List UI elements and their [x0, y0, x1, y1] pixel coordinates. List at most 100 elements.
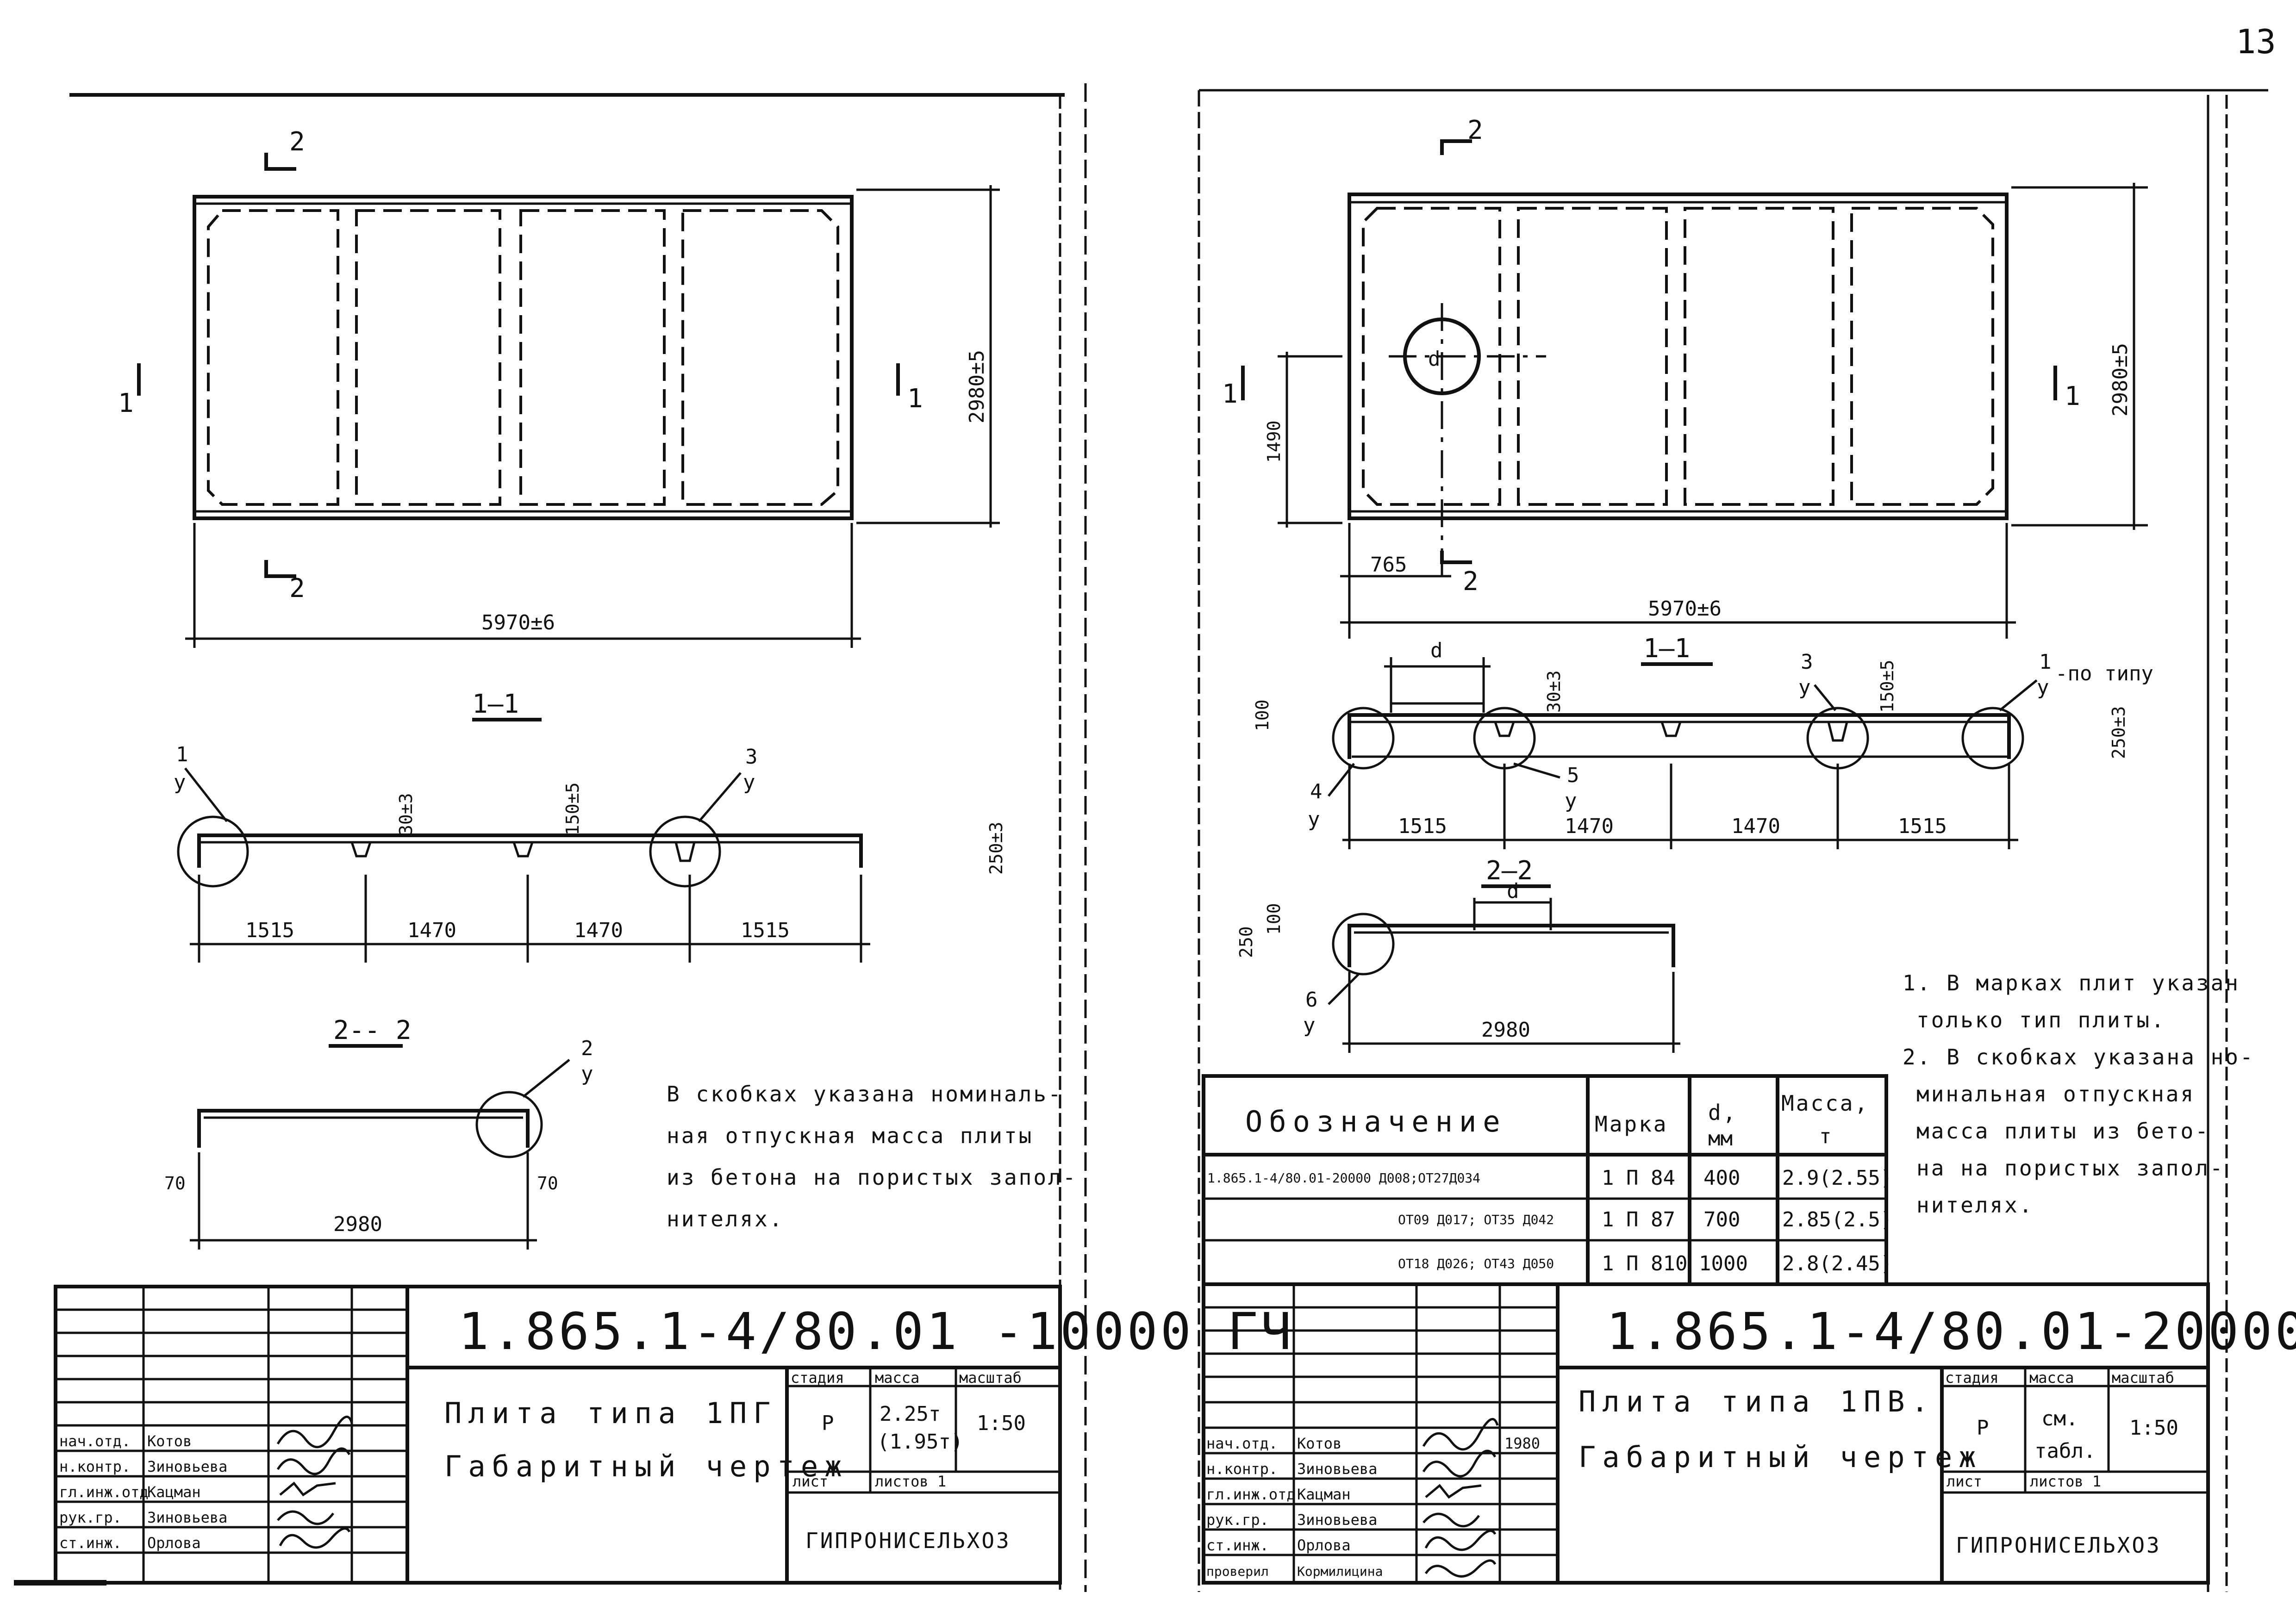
callout-1-text: -по типу — [2055, 662, 2153, 685]
left-note-line-3: из бетона на пористых запол- — [667, 1165, 1077, 1190]
right-sheet-label: лист — [1947, 1473, 1982, 1490]
cut-2-bottom-label: 2 — [1463, 566, 1479, 597]
right-hole-y-dim: 1490 — [1264, 420, 1284, 463]
cut-2-bottom-label: 2 — [289, 573, 305, 603]
right-name-3: Кацман — [1297, 1486, 1351, 1503]
right-sec22-d: d — [1507, 879, 1519, 903]
right-rib-spacing-4: 1515 — [1898, 815, 1947, 838]
hole-d-label: d — [1428, 347, 1441, 371]
right-sec22-width: 2980 — [1481, 1018, 1530, 1042]
callout-4-den: у — [1308, 808, 1320, 831]
left-title-line-2: Габаритный чертеж — [444, 1449, 849, 1483]
signature-3 — [279, 1481, 336, 1497]
table-row: ОТ18 Д026; ОТ43 Д050 1 П 810 1000 2.8(2.… — [1398, 1252, 1892, 1275]
left-stage: Р — [822, 1412, 834, 1435]
right-rib-spacing-1: 1515 — [1398, 815, 1447, 838]
right-plan-view: d 2 2 1 1 2980±5 1490 765 5970±6 — [1222, 115, 2148, 639]
left-section-2-2: 2-- 2 2 у 2980 70 70 — [164, 1015, 593, 1250]
callout-6-den: у — [1303, 1014, 1316, 1037]
right-rib-h-b: 150±5 — [1877, 660, 1897, 713]
table-cell-designation: ОТ18 Д026; ОТ43 Д050 — [1398, 1256, 1554, 1271]
table-row: ОТ09 Д017; ОТ35 Д042 1 П 87 700 2.85(2.5… — [1398, 1208, 1892, 1231]
signature-2 — [1422, 1449, 1497, 1478]
plan-cell-4 — [1850, 207, 1994, 506]
page-number: 13 — [2236, 22, 2276, 61]
right-section-2-2-title: 2—2 — [1486, 856, 1533, 886]
left-role-5: ст.инж. — [59, 1534, 122, 1552]
right-plan-length-dim: 5970±6 — [1648, 597, 1722, 621]
callout-3-den: у — [1798, 676, 1811, 699]
right-rib-spacing-3: 1470 — [1731, 815, 1780, 838]
left-sheet-label: лист — [792, 1473, 828, 1490]
right-role-6: проверил — [1206, 1564, 1269, 1579]
left-mass: 2.25т — [880, 1402, 941, 1426]
left-role-2: н.контр. — [59, 1458, 131, 1475]
table-cell-mass: 2.8(2.45) — [1782, 1252, 1892, 1275]
table-hdr-d: d, — [1708, 1100, 1737, 1125]
cut-1-right-label: 1 — [907, 384, 923, 414]
table-cell-d: 400 — [1703, 1166, 1740, 1190]
left-sheets-label: листов 1 — [875, 1473, 946, 1490]
right-organization: ГИПРОНИСЕЛЬХОЗ — [1956, 1533, 2161, 1558]
left-role-3: гл.инж.отд — [59, 1483, 149, 1501]
right-name-5: Орлова — [1297, 1536, 1351, 1554]
callout-5-den: у — [1565, 789, 1577, 813]
callout-3-num: 3 — [1801, 650, 1813, 674]
left-rib-spacing-1: 1515 — [245, 919, 294, 942]
left-hdr-stage: стадия — [791, 1369, 844, 1387]
left-name-4: Зиновьева — [147, 1509, 227, 1526]
right-mass-alt: табл. — [2034, 1439, 2096, 1463]
callout-2-den: у — [581, 1062, 593, 1086]
right-name-2: Зиновьева — [1297, 1460, 1377, 1478]
right-year: 1980 — [1504, 1435, 1540, 1452]
right-top-100: 100 — [1252, 699, 1273, 731]
left-role-4: рук.гр. — [59, 1509, 122, 1526]
right-title-block: нач.отд. н.контр. гл.инж.отд рук.гр. ст.… — [1202, 1282, 2296, 1585]
right-section-height: 250±3 — [2109, 706, 2129, 759]
left-note-line-2: ная отпускная масса плиты — [667, 1123, 1033, 1148]
left-rib-h-b: 150±5 — [562, 783, 583, 835]
right-note-line-4: минальная отпускная — [1916, 1082, 2195, 1107]
table-cell-d: 1000 — [1699, 1252, 1748, 1275]
right-note-line-7: нителях. — [1916, 1193, 2034, 1218]
table-cell-mark: 1 П 84 — [1602, 1166, 1675, 1190]
right-sec22-h: 250 — [1236, 926, 1256, 958]
signature-6 — [1424, 1559, 1497, 1578]
right-rib-spacing-2: 1470 — [1565, 815, 1614, 838]
right-note-line-6: на на пористых запол- — [1916, 1156, 2225, 1181]
plan-cell-1 — [207, 209, 339, 506]
spec-table: Обозначение Марка d, мм Масса, т 1.865.1… — [1202, 1074, 1892, 1286]
right-notes: 1. В марках плит указан только тип плиты… — [1903, 970, 2253, 1218]
left-role-1: нач.отд. — [59, 1432, 131, 1450]
left-plan-view: 2 2 1 1 2980±5 5970±6 — [118, 127, 1000, 648]
cut-2-top-label: 2 — [289, 127, 305, 157]
plan-cell-3 — [1684, 207, 1834, 506]
right-role-4: рук.гр. — [1206, 1511, 1269, 1529]
right-note-line-1: 1. В марках плит указан — [1903, 970, 2240, 995]
left-note: В скобках указана номиналь- ная отпускна… — [667, 1082, 1077, 1231]
left-name-3: Кацман — [147, 1483, 201, 1501]
left-scale: 1:50 — [977, 1412, 1026, 1435]
table-hdr-mass: Масса, — [1781, 1091, 1869, 1116]
table-cell-d: 700 — [1703, 1208, 1740, 1231]
right-sec22-top: 100 — [1264, 903, 1284, 935]
left-hdr-mass: масса — [875, 1369, 919, 1387]
left-note-line-1: В скобках указана номиналь- — [667, 1082, 1063, 1107]
callout-1-num: 1 — [176, 743, 188, 766]
left-name-2: Зиновьева — [147, 1458, 227, 1475]
left-section-height: 250±3 — [986, 822, 1006, 875]
callout-2-num: 2 — [581, 1037, 593, 1060]
table-cell-mark: 1 П 810 — [1602, 1252, 1687, 1275]
right-mass: см. — [2041, 1407, 2078, 1430]
signature-5 — [1424, 1530, 1497, 1551]
signature-1 — [1422, 1418, 1499, 1451]
left-sec22-right: 70 — [537, 1173, 558, 1194]
callout-3-den: у — [743, 771, 755, 794]
cut-1-right-label: 1 — [2065, 381, 2080, 411]
right-hdr-mass: масса — [2029, 1369, 2074, 1387]
signature-1 — [276, 1416, 353, 1449]
table-hdr-mark: Марка — [1595, 1112, 1668, 1137]
left-plan-length-dim: 5970±6 — [481, 611, 555, 634]
left-section-2-2-title: 2-- 2 — [333, 1015, 412, 1045]
